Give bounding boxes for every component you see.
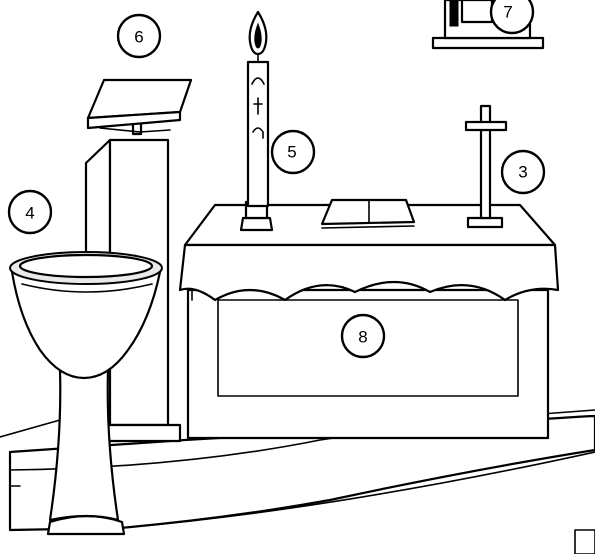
label-cross: 3 (518, 163, 527, 182)
label-badge-candle: 5 (272, 131, 314, 173)
label-badge-font: 4 (9, 191, 51, 233)
label-font: 4 (25, 204, 34, 223)
label-badge-lectern: 6 (118, 15, 160, 57)
label-lectern: 6 (134, 28, 143, 47)
label-altar: 8 (358, 328, 367, 347)
paschal-candle (241, 12, 272, 230)
label-badge-cross: 3 (502, 151, 544, 193)
label-candle: 5 (287, 143, 296, 162)
label-badge-altar: 8 (342, 315, 384, 357)
label-badge-tabernacle: 7 (491, 0, 533, 33)
label-tabernacle: 7 (503, 3, 512, 22)
